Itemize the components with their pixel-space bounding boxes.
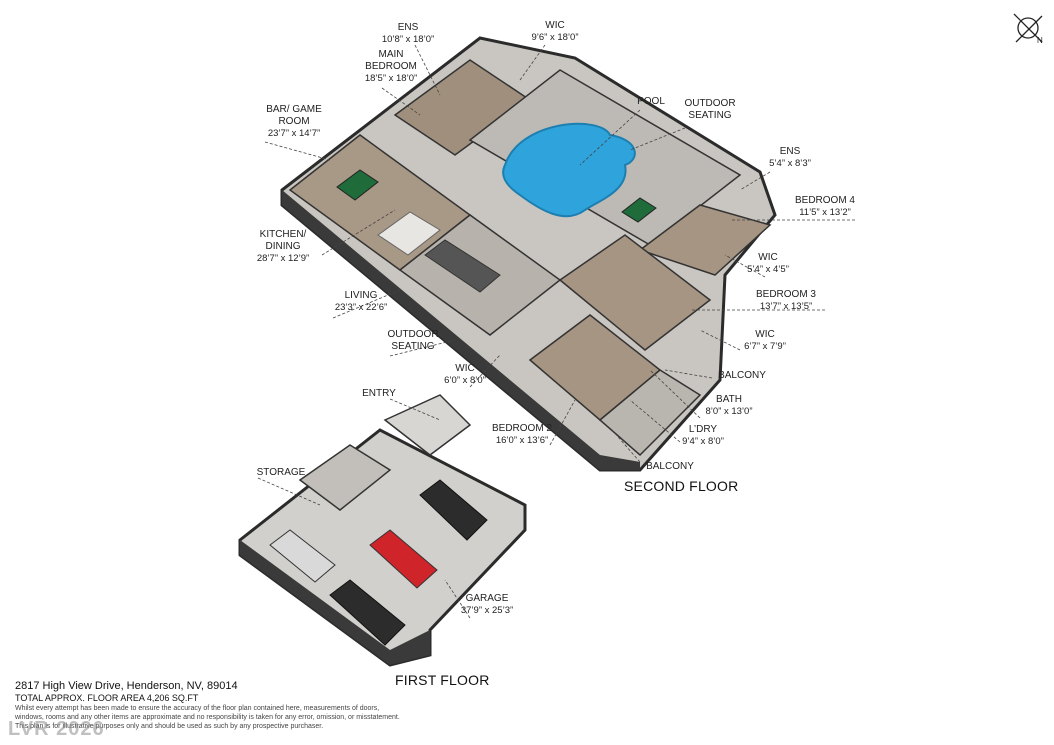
room-label-entry: ENTRY: [362, 388, 396, 399]
room-label-outdoor-seating-2: OUTDOOR SEATING: [387, 329, 439, 352]
address: 2817 High View Drive, Henderson, NV, 890…: [15, 680, 238, 692]
compass-north-label: N: [1037, 36, 1043, 45]
room-label-balcony-2: BALCONY: [646, 461, 694, 472]
second-floor-model: [280, 36, 777, 472]
room-label-balcony-1: BALCONY: [718, 370, 766, 381]
total-floor-area: TOTAL APPROX. FLOOR AREA 4,206 SQ.FT: [15, 693, 199, 703]
room-label-outdoor-seating-1: OUTDOOR SEATING: [684, 98, 736, 121]
compass: N: [1010, 10, 1048, 48]
room-label-storage: STORAGE: [256, 467, 306, 478]
room-label-pool: POOL: [637, 96, 665, 107]
garage-cars: [269, 479, 488, 646]
compass-icon: [1013, 13, 1043, 43]
first-floor-title: FIRST FLOOR: [395, 672, 490, 688]
first-floor-model: [238, 394, 527, 667]
footer: 2817 High View Drive, Henderson, NV, 890…: [15, 680, 485, 731]
disclaimer-line-3: This plan is for illustrative purposes o…: [15, 723, 324, 730]
leader-lines: [257, 44, 855, 619]
watermark: LVR 2026: [8, 718, 105, 740]
disclaimer-line-2: windows, rooms and any other items are a…: [15, 714, 400, 721]
second-floor-title: SECOND FLOOR: [624, 478, 739, 494]
disclaimer-line-1: Whilst every attempt has been made to en…: [15, 705, 380, 712]
